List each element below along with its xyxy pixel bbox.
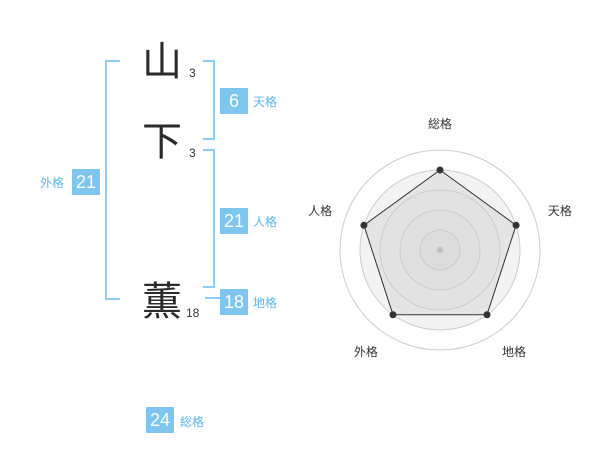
chikaku-label: 地格 — [253, 296, 278, 310]
chikaku-value-badge: 18 — [220, 289, 248, 315]
radar-point-4 — [360, 221, 368, 229]
name-char-2-strokes: 3 — [189, 146, 196, 160]
chikaku-connector — [205, 297, 220, 299]
gaikaku-value-badge: 21 — [72, 169, 100, 195]
name-char-2: 下 — [142, 119, 182, 165]
radar-shape — [363, 169, 517, 316]
radar-polygon — [363, 169, 517, 316]
name-char-1-strokes: 3 — [189, 66, 196, 80]
tenkaku-label: 天格 — [253, 95, 278, 109]
radar-point-3 — [389, 311, 397, 319]
name-char-3-strokes: 18 — [186, 306, 200, 320]
soukaku-value-badge: 24 — [146, 407, 174, 433]
jinkaku-label: 人格 — [253, 215, 278, 229]
radar-label-4: 人格 — [308, 203, 332, 218]
radar-point-2 — [483, 311, 491, 319]
tenkaku-value-badge: 6 — [220, 88, 248, 114]
radar-center-dot — [437, 247, 443, 253]
radar-label-0: 総格 — [428, 116, 452, 131]
gaikaku-bracket — [105, 60, 120, 300]
gaikaku-label: 外格 — [40, 176, 65, 190]
radar-label-2: 地格 — [502, 344, 526, 359]
name-char-3: 薫 — [142, 279, 182, 325]
name-char-1: 山 — [142, 39, 182, 85]
jinkaku-bracket — [203, 149, 215, 288]
radar-label-3: 外格 — [354, 344, 378, 359]
jinkaku-value-badge: 21 — [220, 208, 248, 234]
radar-rings — [339, 149, 541, 351]
soukaku-label: 総格 — [180, 415, 205, 429]
radar-label-1: 天格 — [548, 203, 572, 218]
radar-point-0 — [436, 166, 444, 174]
radar-point-1 — [512, 221, 520, 229]
tenkaku-bracket — [203, 60, 215, 140]
radar-points — [360, 166, 520, 319]
